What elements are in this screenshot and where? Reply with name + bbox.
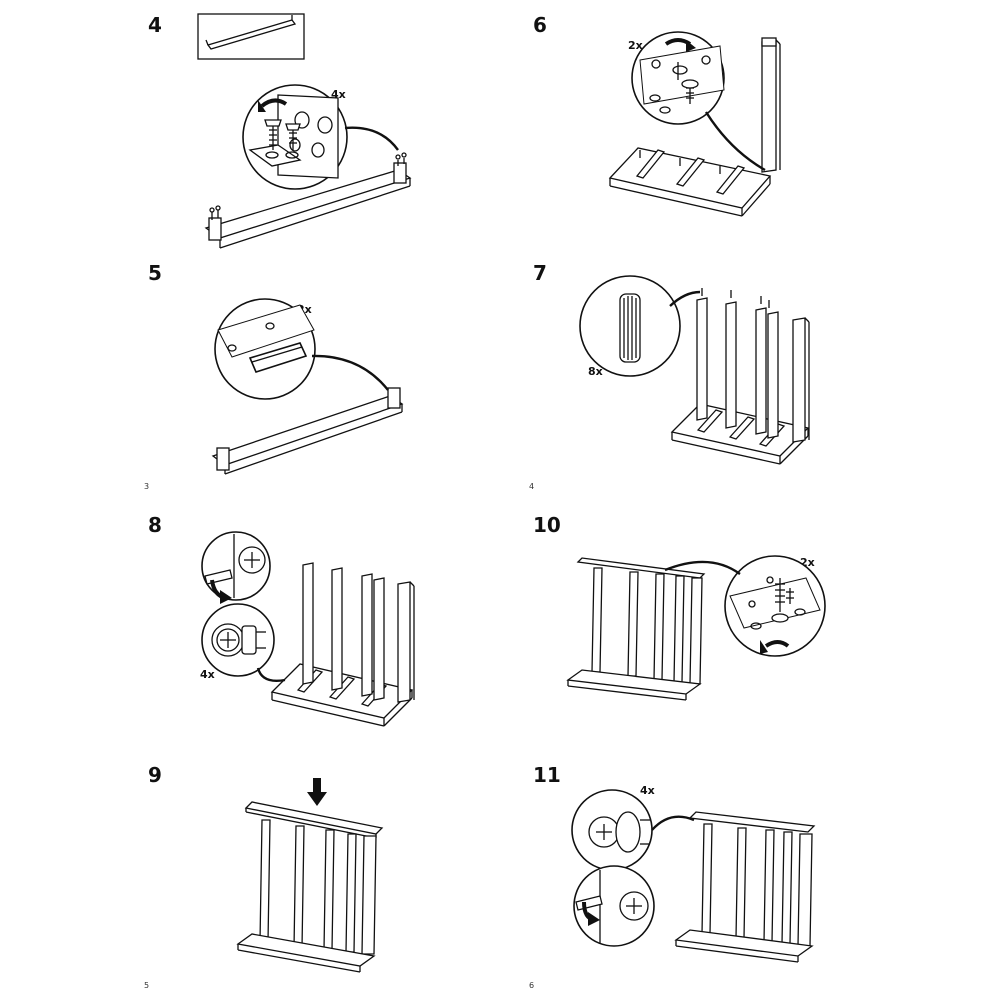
step-9-number: 9 <box>148 763 162 787</box>
step-11-frame <box>674 811 816 963</box>
step-5-illustration <box>211 298 404 475</box>
step-4-rail-part <box>205 15 297 50</box>
step-9-dividers <box>259 819 377 955</box>
step-7-leader-line <box>669 290 701 307</box>
page-number-5: 5 <box>144 981 150 990</box>
step-7-illustration <box>579 275 810 465</box>
step-9-bottom-panel <box>236 933 376 973</box>
step-6-bottom-panel <box>608 147 772 217</box>
step-4-illustration <box>197 13 412 249</box>
step-9-down-arrow-icon <box>307 778 327 806</box>
step-11-leader-line <box>651 815 695 831</box>
step-4-leader-line <box>344 126 399 151</box>
step-9-illustration <box>236 778 384 973</box>
step-7-dividers <box>696 288 810 443</box>
step-8-dividers <box>302 562 415 703</box>
step-5-connector-detail <box>217 304 315 373</box>
step-11-rotate-arrow-icon <box>582 901 600 926</box>
step-10-illustration <box>566 555 826 701</box>
step-10-number: 10 <box>533 513 561 537</box>
step-6-rotate-arrow-icon <box>664 38 696 52</box>
step-7-quantity: 8x <box>588 365 603 378</box>
step-6-quantity: 2x <box>628 39 643 52</box>
step-6-side-panel <box>761 37 781 173</box>
step-8-illustration <box>201 531 415 727</box>
step-5-leader-line <box>311 354 389 391</box>
page-number-4: 4 <box>529 482 535 491</box>
step-4-number: 4 <box>148 13 162 37</box>
step-4-rotate-arrow-icon <box>258 98 288 112</box>
step-7-bottom-panel <box>670 403 810 465</box>
step-8-number: 8 <box>148 513 162 537</box>
step-10-quantity: 2x <box>800 556 815 569</box>
step-11-cam-lock-bottom <box>575 870 649 944</box>
step-11-number: 11 <box>533 763 561 787</box>
step-6-illustration <box>608 31 781 217</box>
step-11-quantity: 4x <box>640 784 655 797</box>
step-6-leader-line <box>704 111 766 172</box>
step-11-illustration <box>571 789 816 963</box>
step-4-screw-quantity: 4x <box>331 88 346 101</box>
step-4-rail <box>204 152 412 249</box>
step-4-bracket-detail <box>248 94 339 179</box>
step-10-leader-line <box>664 560 741 575</box>
step-6-number: 6 <box>533 13 547 37</box>
step-5-quantity: 2x <box>297 303 312 316</box>
step-10-frame <box>566 557 706 701</box>
step-7-dowel-icon <box>619 293 641 363</box>
step-11-detail-circle-bottom <box>573 865 655 947</box>
step-10-screw-detail <box>729 576 821 630</box>
step-5-rail <box>211 387 404 475</box>
step-8-leader-line <box>256 667 286 682</box>
step-11-cam-lock-top <box>588 811 650 853</box>
step-6-screw-detail <box>639 45 725 114</box>
step-8-quantity: 4x <box>200 668 215 681</box>
step-7-number: 7 <box>533 261 547 285</box>
page-number-6: 6 <box>529 981 535 990</box>
page-number-3: 3 <box>144 482 150 491</box>
step-5-number: 5 <box>148 261 162 285</box>
step-8-rotate-arrow-icon <box>210 579 232 604</box>
step-10-rotate-arrow-icon <box>760 640 790 654</box>
step-8-cam-lock-bottom <box>211 623 266 657</box>
